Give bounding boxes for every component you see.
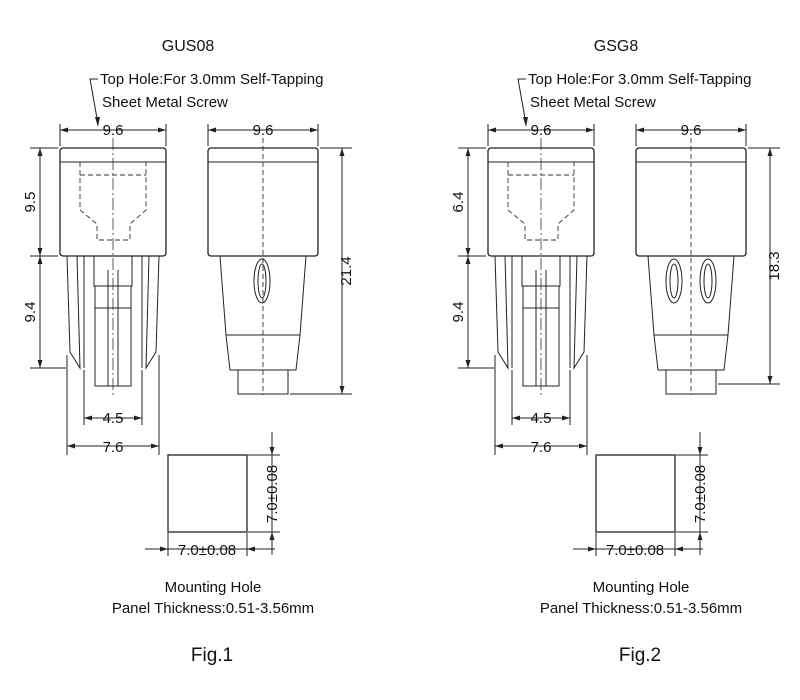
fig2-note-line1: Top Hole:For 3.0mm Self-Tapping [528, 71, 751, 88]
fig2-mounting-hole [573, 432, 708, 556]
fig2-dim-pin-width: 4.5 [531, 410, 552, 427]
fig2-dimension-lines [458, 124, 780, 455]
fig2-dim-base-width: 7.6 [531, 439, 552, 456]
fig1-dim-upper-height: 9.5 [22, 192, 39, 213]
fig2-note-leader [517, 78, 528, 127]
fig1-dim-pin-width: 4.5 [103, 410, 124, 427]
fig1-hole-height: 7.0±0.08 [264, 465, 281, 523]
fig2-front-view [487, 138, 595, 395]
fig1-dim-side-width: 9.6 [253, 122, 274, 139]
fig1-dim-lower-height: 9.4 [22, 302, 39, 323]
fig2-dim-front-width: 9.6 [531, 122, 552, 139]
fig1-mount-label: Mounting Hole [165, 579, 262, 596]
fig1-note-line1: Top Hole:For 3.0mm Self-Tapping [100, 71, 323, 88]
fig1-note-line2: Sheet Metal Screw [102, 94, 228, 111]
fig1-dim-front-width: 9.6 [103, 122, 124, 139]
fig2-hole-width: 7.0±0.08 [606, 542, 664, 559]
fig1-title: GUS08 [162, 38, 215, 55]
fig2-dim-upper-height: 6.4 [450, 192, 467, 213]
figure-1: GUS08 Top Hole:For 3.0mm Self-Tapping Sh… [22, 38, 355, 666]
fig1-caption: Fig.1 [191, 645, 233, 666]
fig2-dim-total-height: 18.3 [766, 251, 783, 280]
fig1-note-leader [89, 78, 100, 127]
fig1-dim-base-width: 7.6 [103, 439, 124, 456]
fig1-dim-total-height: 21.4 [338, 256, 355, 285]
fig2-mount-label: Mounting Hole [593, 579, 690, 596]
fig2-note-line2: Sheet Metal Screw [530, 94, 656, 111]
fig2-side-view [635, 138, 747, 395]
fig1-front-view [59, 138, 167, 395]
figure-2: GSG8 Top Hole:For 3.0mm Self-Tapping She… [450, 38, 783, 666]
fig2-hole-height: 7.0±0.08 [692, 465, 709, 523]
fig1-mounting-hole [145, 432, 280, 556]
fig2-title: GSG8 [594, 38, 639, 55]
fig1-panel-label: Panel Thickness:0.51-3.56mm [112, 600, 314, 617]
fig1-hole-width: 7.0±0.08 [178, 542, 236, 559]
fig2-panel-label: Panel Thickness:0.51-3.56mm [540, 600, 742, 617]
fig1-dimension-lines [30, 124, 352, 455]
fig2-dim-lower-height: 9.4 [450, 302, 467, 323]
fig2-caption: Fig.2 [619, 645, 661, 666]
fig2-dim-side-width: 9.6 [681, 122, 702, 139]
fig1-side-view [207, 138, 319, 395]
